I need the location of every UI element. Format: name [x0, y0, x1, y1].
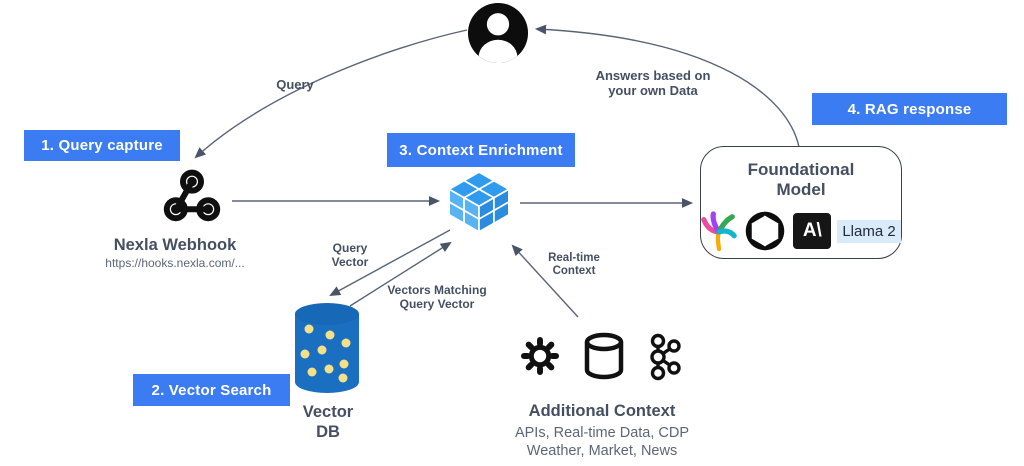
kafka-icon [646, 333, 684, 386]
vectors-matching-line1: Vectors Matching [387, 283, 487, 297]
vector-db-label-line1: Vector [302, 403, 354, 421]
arrow-realtime-context [511, 244, 579, 318]
model-title-line1: Foundational [747, 160, 855, 179]
database-icon [583, 332, 625, 385]
vector-db-node [293, 302, 361, 399]
openai-icon [746, 211, 785, 251]
step-badge-rag-response: 4. RAG response [812, 93, 1007, 125]
additional-context-label: Additional Context APIs, Real-time Data,… [480, 402, 724, 460]
webhook-label: Nexla Webhook https://hooks.nexla.com/..… [85, 236, 265, 270]
answers-edge-label: Answers based on your own Data [582, 68, 724, 98]
vector-db-label-line2: DB [316, 423, 340, 441]
vectors-matching-edge-label: Vectors Matching Query Vector [381, 283, 493, 311]
webhook-name: Nexla Webhook [113, 236, 237, 254]
additional-context-line1: APIs, Real-time Data, CDP [514, 425, 690, 441]
gear-icon [518, 334, 562, 383]
realtime-context-edge-label: Real-time Context [534, 252, 614, 278]
step-badge-query-capture: 1. Query capture [24, 130, 180, 161]
webhook-node [162, 166, 222, 231]
step-badge-label: 2. Vector Search [151, 381, 272, 399]
answers-line2: your own Data [608, 83, 698, 98]
additional-context-sub: APIs, Real-time Data, CDP Weather, Marke… [480, 424, 724, 460]
additional-context-title: Additional Context [528, 402, 676, 420]
realtime-line2: Context [552, 265, 596, 277]
realtime-line1: Real-time [548, 252, 600, 264]
arrow-query-vector [329, 229, 451, 297]
vectors-matching-line2: Query Vector [399, 296, 475, 311]
query-vector-line1: Query [332, 241, 368, 255]
foundational-model-title: Foundational Model [701, 160, 901, 200]
model-title-line2: Model [776, 180, 826, 199]
step-badge-label: 4. RAG response [847, 100, 972, 118]
anthropic-glyph: A\ [802, 220, 822, 241]
palm-icon [701, 211, 738, 251]
anthropic-icon: A\ [793, 213, 832, 249]
step-badge-context-enrichment: 3. Context Enrichment [387, 133, 575, 167]
foundational-model-node: Foundational Model [700, 146, 902, 259]
step-badge-label: 1. Query capture [41, 137, 163, 154]
step-badge-vector-search: 2. Vector Search [133, 374, 290, 406]
webhook-icon [163, 169, 221, 222]
vector-db-icon [295, 303, 359, 393]
model-logo-row: A\ Llama 2 [701, 209, 901, 253]
arrow-vectors-matching [349, 241, 452, 307]
query-vector-line2: Vector [331, 254, 369, 269]
person-icon [467, 2, 529, 64]
arrow-user-to-webhook [194, 29, 468, 159]
step-badge-label: 3. Context Enrichment [399, 141, 563, 159]
webhook-url: https://hooks.nexla.com/... [105, 256, 245, 270]
arrow-model-to-user [534, 24, 800, 148]
user-node [466, 2, 530, 69]
query-edge-text: Query [276, 77, 314, 92]
llama2-badge: Llama 2 [837, 219, 901, 243]
additional-context-line2: Weather, Market, News [526, 443, 678, 459]
query-edge-label: Query [268, 77, 322, 92]
cube-icon [448, 171, 510, 233]
query-vector-edge-label: Query Vector [322, 241, 378, 269]
vector-db-label: Vector DB [295, 402, 361, 442]
answers-line1: Answers based on [595, 68, 711, 83]
context-enrichment-node [444, 170, 514, 239]
